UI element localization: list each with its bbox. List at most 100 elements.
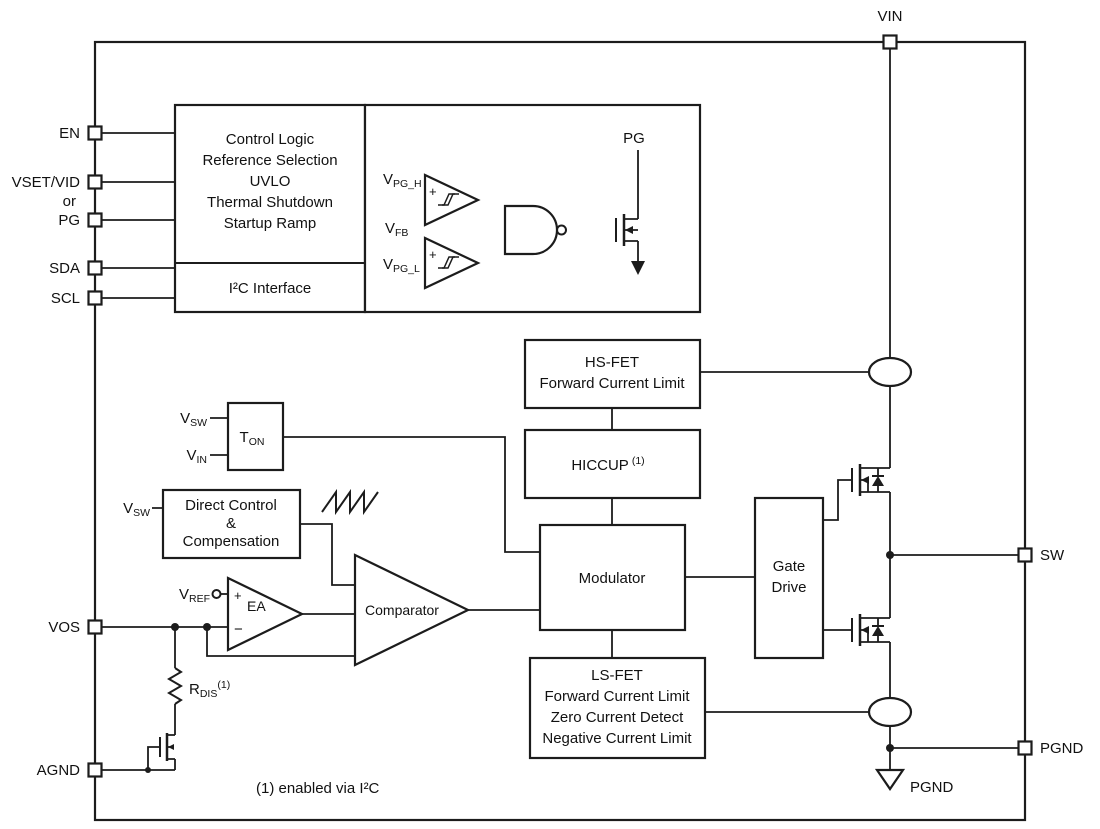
vin-ton-label: VIN [186,447,207,466]
vref-label: VREF [179,586,210,605]
ea-label: EA [247,598,266,614]
ton-block [226,401,285,472]
control-logic-labels: Control Logic Reference Selection UVLO T… [202,131,337,297]
pin-sda [87,260,103,276]
rdis-resistor-symbol [167,667,183,705]
vpgh-label: VPG_H [383,171,422,190]
low-side-fet-symbol [851,614,890,646]
fet-arrow [861,626,869,634]
svg-text:Gate: Gate [773,558,806,575]
ea-plus-sign: + [234,588,242,603]
fet-arrow [168,744,174,750]
discharge-fet-symbol [159,733,175,761]
hs-fet-current-limit-block [523,338,702,410]
pg-pulldown-arrow-icon [631,261,645,275]
wires [102,49,1018,771]
hs-current-sense-icon [867,356,913,388]
vos-label: VOS [48,619,80,636]
body-diode-icon [872,618,884,642]
svg-text:Compensation: Compensation [183,533,280,550]
vfb-label: VFB [385,220,408,239]
svg-text:Control Logic: Control Logic [226,131,315,148]
comparator-label: Comparator [365,602,439,618]
ls-fet-labels: LS-FET Forward Current Limit Zero Curren… [542,667,692,747]
scl-label: SCL [51,290,80,307]
body-diode-icon [872,468,884,492]
footnote: (1) enabled via I²C [256,780,380,797]
pin-vos [87,619,103,635]
plus-sign: + [429,184,437,199]
direct-control-block [161,488,302,560]
svg-text:HS-FET: HS-FET [585,354,639,371]
sawtooth-ramp-icon [321,488,379,516]
svg-text:LS-FET: LS-FET [591,667,643,684]
svg-text:Reference Selection: Reference Selection [202,152,337,169]
svg-text:Forward Current Limit: Forward Current Limit [544,688,690,705]
plus-sign: + [429,247,437,262]
pg-comparator-high: + [423,173,481,227]
svg-text:Negative Current Limit: Negative Current Limit [542,730,692,747]
pg-comparator-low: + [423,236,481,290]
hiccup-block [523,428,702,500]
pin-vset-vid [87,174,103,190]
inverter-bubble [556,224,567,236]
svg-text:UVLO: UVLO [250,173,291,190]
pin-sw [1017,547,1033,563]
sda-label: SDA [49,260,80,277]
svg-text:Zero Current Detect: Zero Current Detect [551,709,684,726]
vref-node-circle [211,589,222,599]
or-label: or [63,193,76,210]
ls-fet-current-limit-block [528,656,707,760]
modulator-label: Modulator [579,570,646,587]
ea-minus-sign: − [234,621,243,638]
pin-pg [87,212,103,228]
hs-fet-labels: HS-FET Forward Current Limit [539,354,685,392]
vsw-dcc-label: VSW [123,500,150,519]
pg-fet-symbol [615,150,645,275]
ls-current-sense-icon [867,696,913,728]
hiccup-label: HICCUP(1) [571,455,644,474]
pin-labels: VIN EN VSET/VID or PG SDA SCL VOS AGND S… [12,8,1084,796]
pin-pgnd [1017,740,1033,756]
svg-text:Thermal Shutdown: Thermal Shutdown [207,194,333,211]
junction-dots [145,551,894,773]
fet-arrow [625,226,633,234]
agnd-label: AGND [37,762,81,779]
pin-agnd [87,762,103,778]
error-amplifier: + EA − [211,576,305,652]
main-comparator: Comparator [353,553,471,667]
fet-arrow [861,476,869,484]
vin-label: VIN [877,8,902,25]
nand-gate [503,204,567,256]
pin-en [87,125,103,141]
pin-scl [87,290,103,306]
pg-pin-label: PG [58,212,80,229]
hysteresis-icon [438,256,459,269]
pg-output-label: PG [623,130,645,147]
ton-label: TON [240,429,265,448]
pins [87,34,1033,778]
pgnd-symbol-label: PGND [910,779,954,796]
svg-text:Drive: Drive [771,579,806,596]
sw-label: SW [1040,547,1065,564]
svg-text:Forward Current Limit: Forward Current Limit [539,375,685,392]
i2c-interface-label: I²C Interface [229,280,312,297]
direct-control-labels: Direct Control & Compensation [183,497,280,550]
modulator-block [538,523,687,632]
rdis-label: RDIS(1) [189,679,230,700]
pgnd-ground-icon [874,768,906,791]
svg-text:Startup Ramp: Startup Ramp [224,215,317,232]
en-label: EN [59,125,80,142]
vsw-ton-label: VSW [180,410,207,429]
vset-vid-label: VSET/VID [12,174,81,191]
pin-vin [882,34,898,50]
gate-drive-block [753,496,825,660]
svg-text:Direct Control: Direct Control [185,497,277,514]
hysteresis-icon [438,193,459,206]
vpgl-label: VPG_L [383,256,420,275]
signal-labels: PG VPG_H VFB VPG_L VSW VIN VSW VREF RDIS… [123,130,645,700]
high-side-fet-symbol [851,464,890,496]
pgnd-label: PGND [1040,740,1084,757]
